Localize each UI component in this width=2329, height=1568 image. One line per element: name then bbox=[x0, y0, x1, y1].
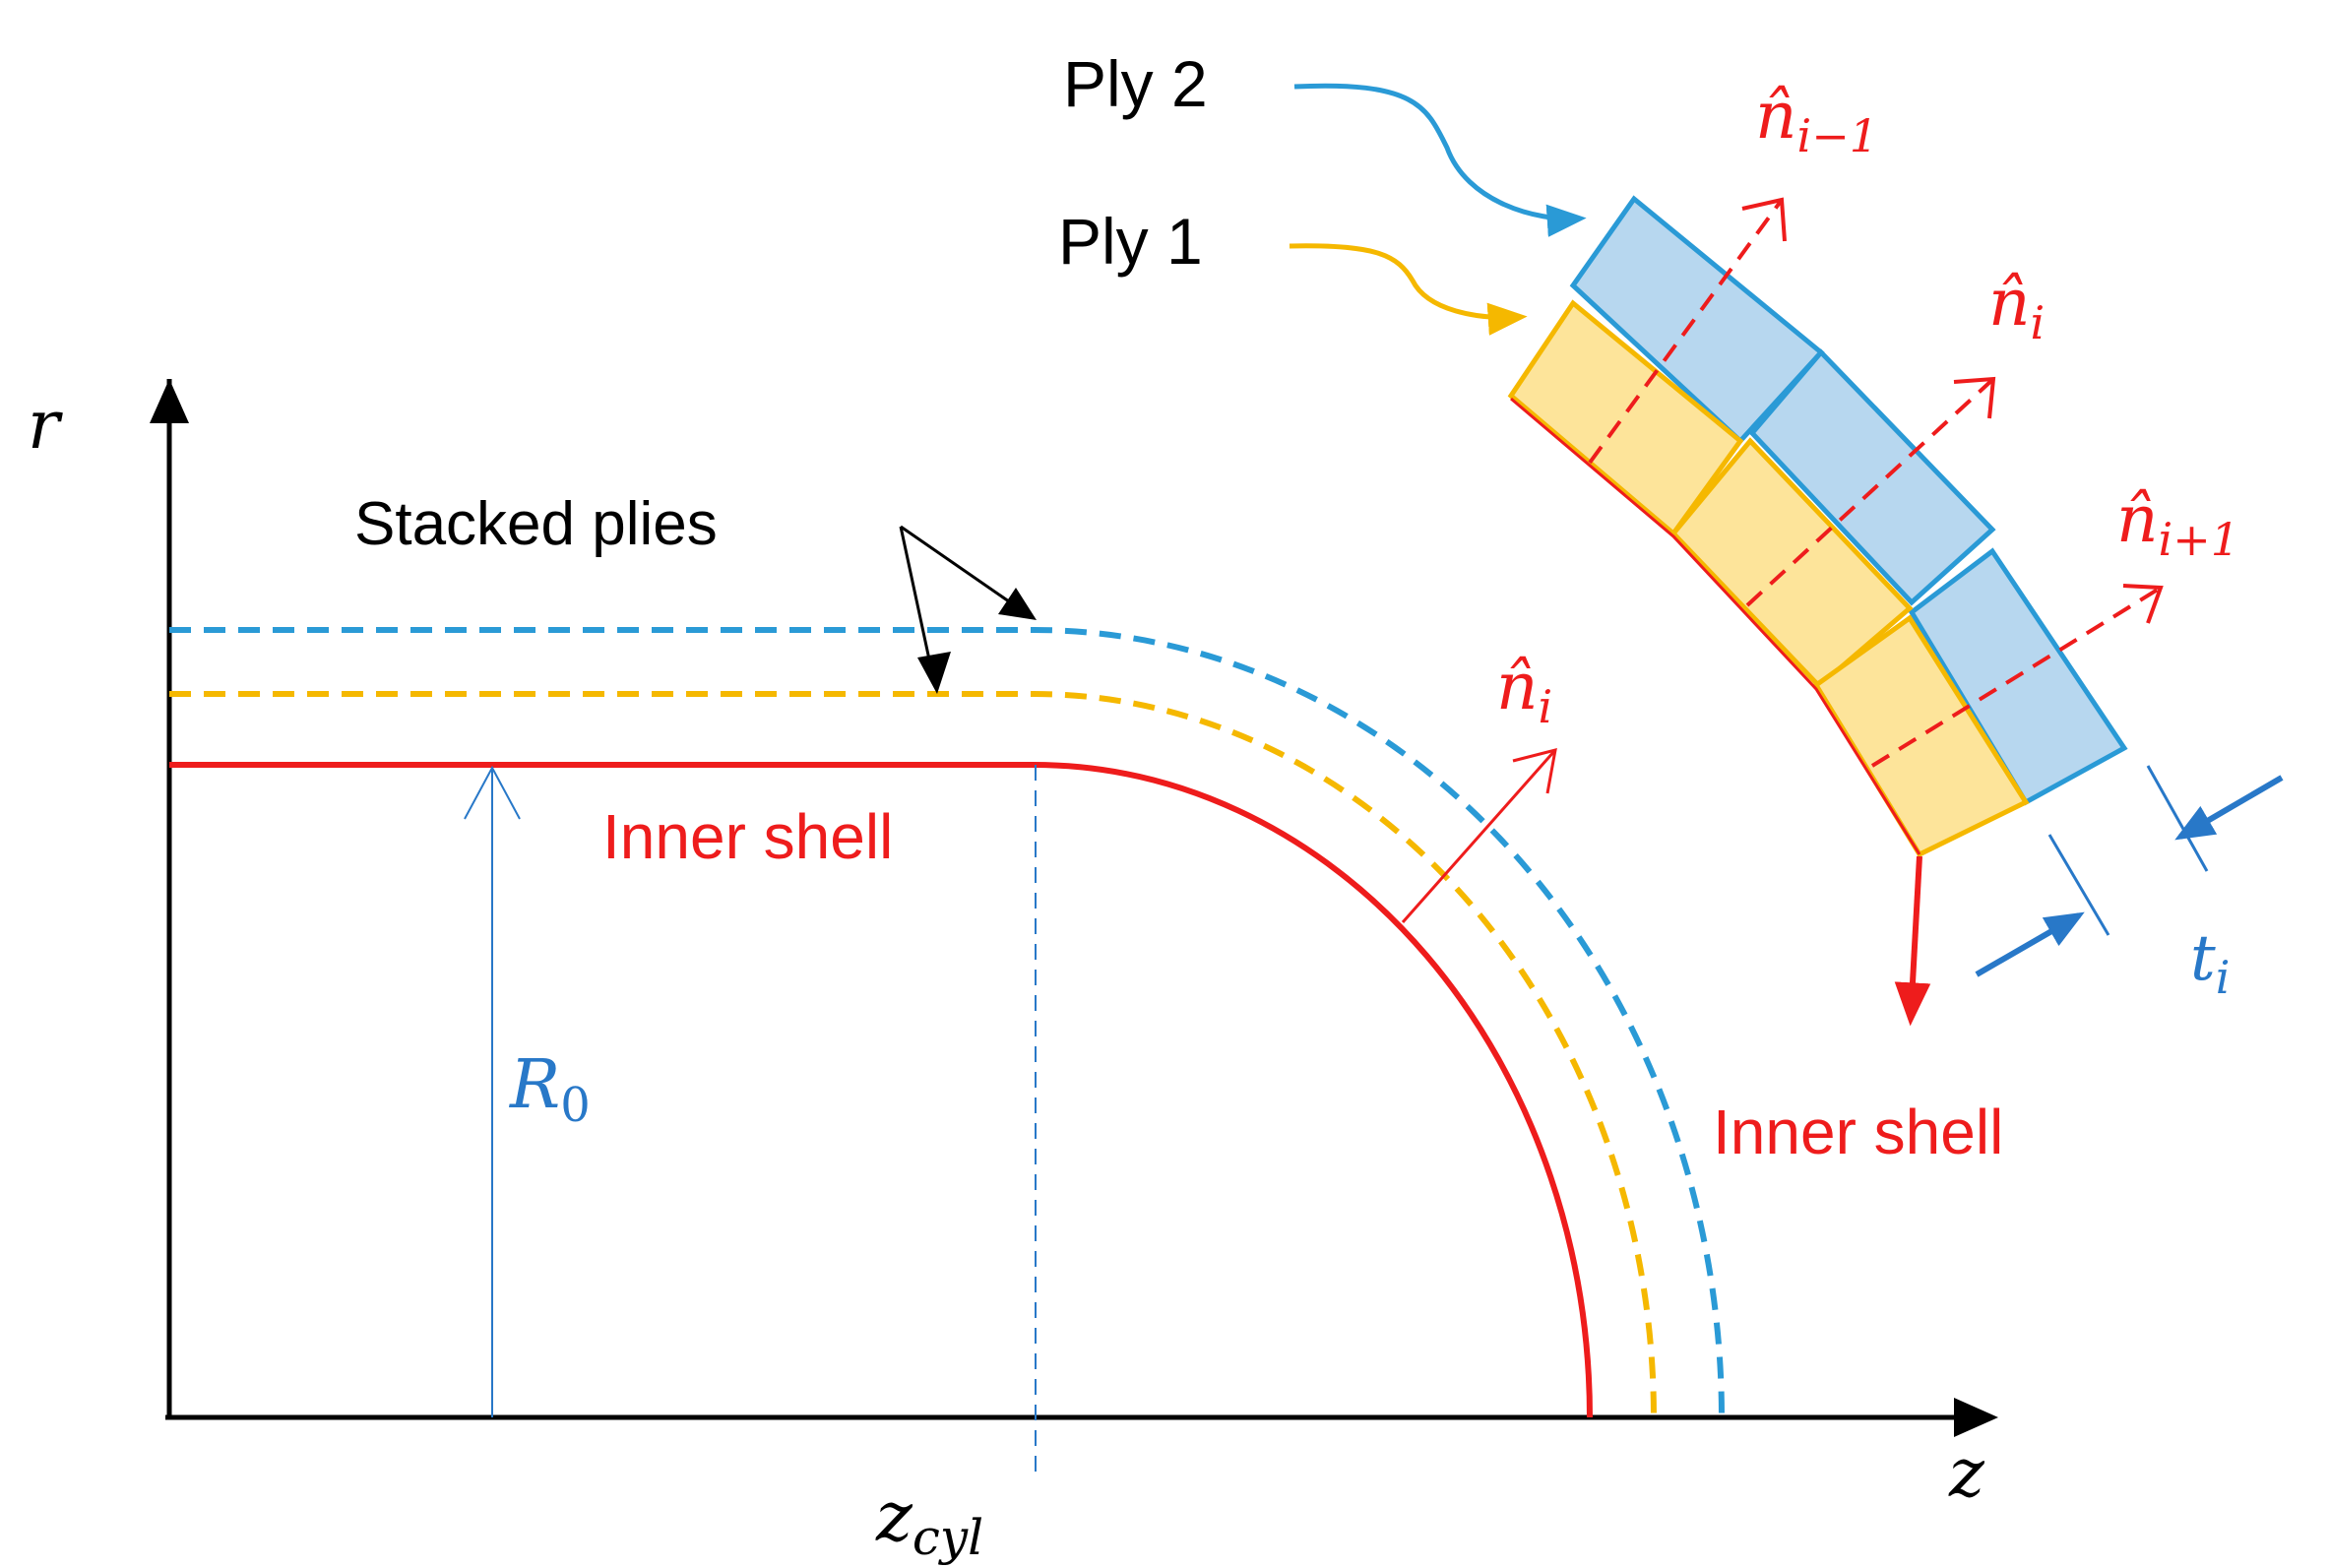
stacked-plies-pointers bbox=[899, 525, 1037, 694]
z-axis-arrowhead bbox=[1954, 1398, 1998, 1437]
z-axis-label: z bbox=[1948, 1435, 1985, 1513]
axes bbox=[150, 379, 1998, 1437]
inner-shell-label: Inner shell bbox=[602, 801, 893, 872]
stacked-plies-label: Stacked plies bbox=[354, 490, 718, 558]
svg-text:R0: R0 bbox=[508, 1046, 591, 1133]
ti-label: ti bbox=[2190, 922, 2230, 1004]
inner-shell-profile bbox=[169, 762, 1593, 1418]
shell-profiles bbox=[169, 627, 1725, 1418]
ply1-callout-arrow bbox=[1289, 243, 1528, 336]
r-axis-arrowhead bbox=[150, 379, 189, 423]
normal-label-i-plus-1: n̂i+1 bbox=[2116, 481, 2239, 566]
ply1-label: Ply 1 bbox=[1058, 205, 1203, 278]
thickness-dimension bbox=[1975, 765, 2284, 977]
detail-inner-shell-edge bbox=[1510, 397, 1921, 855]
ply2-callout-arrow bbox=[1293, 83, 1587, 237]
ply2-label: Ply 2 bbox=[1063, 47, 1208, 120]
svg-text:n̂i+1: n̂i+1 bbox=[2116, 481, 2239, 566]
ply1-profile bbox=[169, 691, 1657, 1418]
svg-text:ti: ti bbox=[2190, 922, 2230, 1004]
r-axis-label: r bbox=[28, 387, 63, 465]
svg-text:zcyl: zcyl bbox=[875, 1476, 983, 1566]
inner-shell-detail-label: Inner shell bbox=[1713, 1097, 2003, 1167]
svg-text:n̂i: n̂i bbox=[1988, 265, 2045, 349]
normal-label-i: n̂i bbox=[1988, 265, 2045, 349]
normal-label-inner-shell: n̂i bbox=[1496, 649, 1552, 733]
zcyl-label: zcyl bbox=[875, 1476, 983, 1566]
ply2-block-2 bbox=[1748, 348, 1996, 606]
ply-stack-detail bbox=[1507, 195, 2164, 1027]
r0-dimension bbox=[464, 765, 521, 1417]
ply2-profile bbox=[169, 627, 1725, 1418]
r0-label: R0 bbox=[508, 1046, 591, 1133]
normal-label-i-minus-1: n̂i−1 bbox=[1755, 78, 1878, 162]
inner-shell-normal bbox=[1401, 747, 1557, 923]
svg-text:n̂i−1: n̂i−1 bbox=[1755, 78, 1878, 162]
svg-text:n̂i: n̂i bbox=[1496, 649, 1552, 733]
